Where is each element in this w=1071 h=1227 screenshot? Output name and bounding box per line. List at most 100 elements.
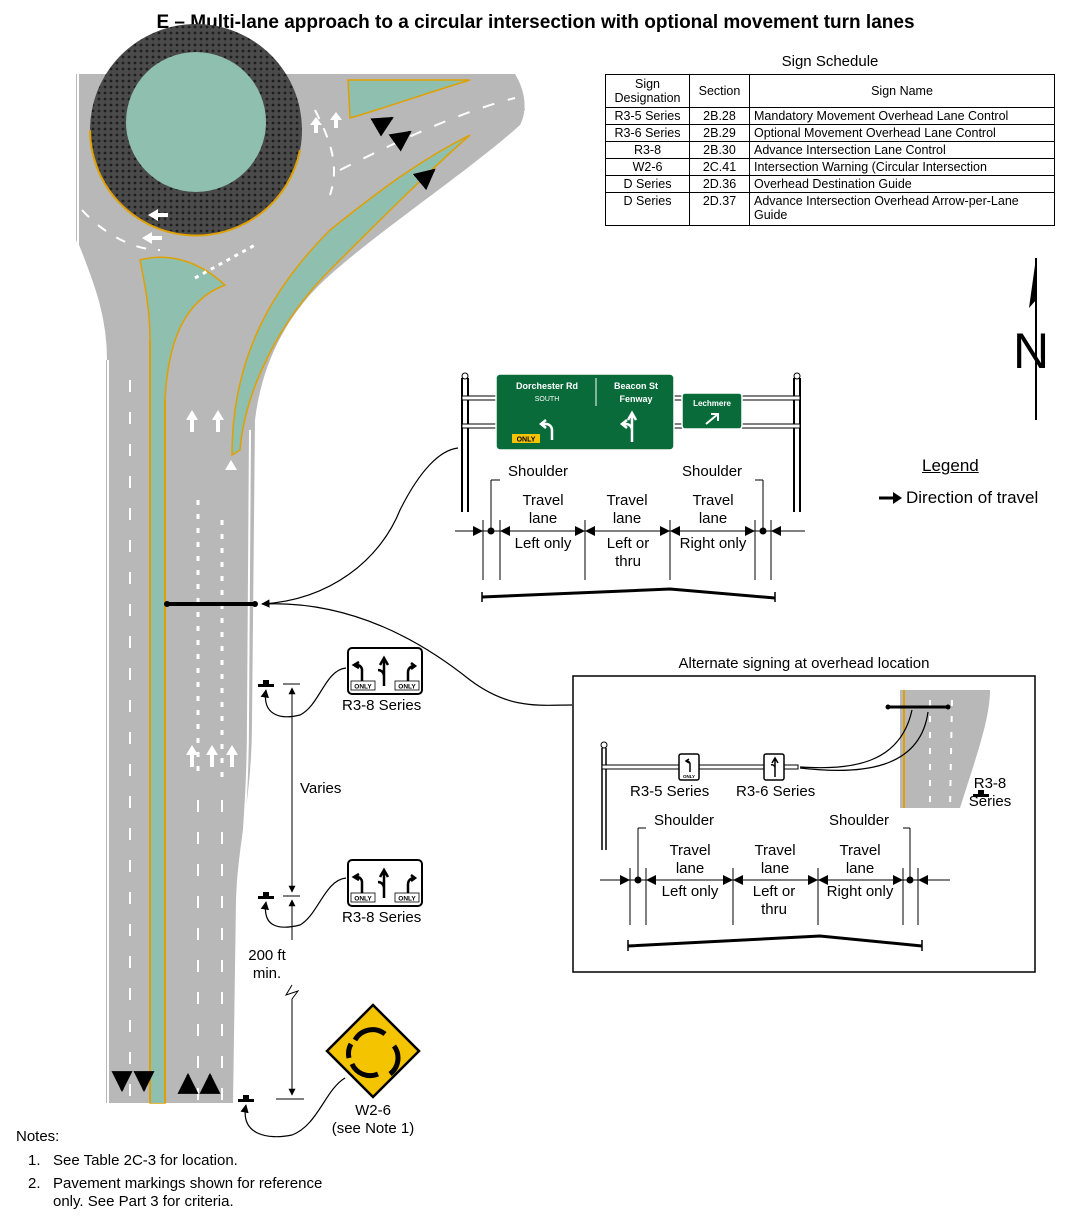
lane-label-bottom: Left only xyxy=(514,535,572,552)
overhead-support-dot xyxy=(164,601,170,607)
table-cell: 2B.28 xyxy=(689,107,750,125)
note-item: 1. See Table 2C-3 for location. xyxy=(16,1152,353,1170)
only-plate-text: ONLY xyxy=(517,437,536,444)
page-title: E – Multi-lane approach to a circular in… xyxy=(156,12,915,33)
lane-label-bottom: Left or thru xyxy=(752,883,796,918)
r3-5-label: R3-5 Series xyxy=(630,783,710,800)
lane-label-top: Travel lane xyxy=(669,842,711,877)
sign-schedule-table: Sign Designation Section Sign Name R3-5 … xyxy=(605,74,1055,226)
central-island xyxy=(126,52,266,192)
lane-label-bottom: Right only xyxy=(679,535,747,552)
legend-arrow-icon xyxy=(879,492,902,504)
left-edge-line xyxy=(77,74,107,361)
lane-label-top: Travel lane xyxy=(839,842,881,877)
note-item: 2. Pavement markings shown for reference… xyxy=(16,1175,353,1211)
leader-line xyxy=(261,447,459,608)
guide-left-direction: SOUTH xyxy=(535,396,560,403)
note-text: See Table 2C-3 for location. xyxy=(53,1152,238,1169)
north-label: N xyxy=(1013,323,1049,379)
r3-6-sign xyxy=(763,753,785,781)
lane-label-bottom: Left only xyxy=(661,883,719,900)
circulatory-lane-line xyxy=(81,209,161,251)
table-cell: W2-6 xyxy=(605,158,690,176)
table-cell: 2B.29 xyxy=(689,124,750,142)
table-cell: Intersection Warning (Circular Intersect… xyxy=(749,158,1055,176)
lane-label-top: Travel lane xyxy=(522,492,564,527)
column-header: Section xyxy=(689,74,750,108)
alternate-signing-title: Alternate signing at overhead location xyxy=(678,655,930,672)
only-plate-text: ONLY xyxy=(398,684,416,691)
table-row: W2-6 2C.41 Intersection Warning (Circula… xyxy=(605,158,1055,176)
r3-8-lower-label: R3-8 Series xyxy=(342,909,422,926)
legend-title: Legend xyxy=(922,456,979,475)
r3-8-inset-label: R3-8 Series xyxy=(968,775,1012,810)
table-cell: 2D.37 xyxy=(689,192,750,226)
notes-heading: Notes: xyxy=(16,1128,60,1145)
lane-label-top: Travel lane xyxy=(692,492,734,527)
table-cell: R3-5 Series xyxy=(605,107,690,125)
lane-label-top: Travel lane xyxy=(606,492,648,527)
circulatory-lane-line xyxy=(314,109,336,196)
shoulder-label: Shoulder xyxy=(682,463,743,480)
table-row: D Series 2D.37 Advance Intersection Over… xyxy=(605,192,1055,226)
diagonal-arrow-icon xyxy=(705,413,719,425)
only-plate-text: ONLY xyxy=(354,896,372,903)
legend-direction-label: Direction of travel xyxy=(906,488,1039,507)
note-text: Pavement markings shown for reference on… xyxy=(53,1175,323,1210)
column-header: Sign Designation xyxy=(605,74,690,108)
pavement-area xyxy=(76,74,525,1103)
circular-intersection-symbol xyxy=(346,1027,401,1079)
only-plate-text: ONLY xyxy=(398,896,416,903)
right-splitter-island xyxy=(231,134,471,457)
varies-label: Varies xyxy=(300,780,342,797)
w2-6-warning-sign xyxy=(325,1003,421,1099)
top-splitter-island xyxy=(347,79,471,119)
alternate-signing-box: ONLY xyxy=(572,675,1036,973)
exit-leg xyxy=(330,74,525,200)
guide-left-destination: Dorchester Rd xyxy=(516,381,578,391)
approach-median xyxy=(150,400,165,1103)
shoulder-label: Shoulder xyxy=(654,812,715,829)
column-header: Sign Name xyxy=(749,74,1055,108)
guide-sign-small-panel xyxy=(681,392,743,430)
table-cell: Overhead Destination Guide xyxy=(749,175,1055,193)
only-plate-text: ONLY xyxy=(354,684,372,691)
left-thru-arrow-icon xyxy=(619,410,638,442)
w2-6-note-label: (see Note 1) xyxy=(331,1120,415,1137)
roadway-plan xyxy=(76,24,525,1104)
inset-road xyxy=(900,690,990,808)
left-turn-arrow-icon xyxy=(538,419,554,440)
table-cell: D Series xyxy=(605,192,690,226)
lane-label-bottom: Right only xyxy=(826,883,894,900)
table-row: D Series 2D.36 Overhead Destination Guid… xyxy=(605,175,1055,193)
overhead-guide-assembly: Dorchester Rd SOUTH ONLY Beacon St Fenwa… xyxy=(455,372,805,602)
r3-6-label: R3-6 Series xyxy=(736,783,816,800)
guide-small-destination: Lechmere xyxy=(693,399,731,408)
guide-sign-panel xyxy=(495,373,675,451)
note-number: 1. xyxy=(28,1152,41,1169)
sign-schedule-title: Sign Schedule xyxy=(781,53,879,70)
r3-8-upper-label: R3-8 Series xyxy=(342,697,422,714)
shoulder-label: Shoulder xyxy=(508,463,569,480)
guide-right-subdestination: Fenway xyxy=(619,394,652,404)
sign-schedule-header-row: Sign Designation Section Sign Name xyxy=(605,74,1055,108)
table-cell: Mandatory Movement Overhead Lane Control xyxy=(749,107,1055,125)
shoulder-label: Shoulder xyxy=(829,812,890,829)
right-edge-line xyxy=(237,429,251,1104)
table-cell: 2B.30 xyxy=(689,141,750,159)
lane-label-top: Travel lane xyxy=(754,842,796,877)
w2-6-label: W2-6 xyxy=(355,1102,391,1119)
roadway-cross-section xyxy=(481,587,776,600)
yield-line xyxy=(194,243,256,280)
roadway-cross-section xyxy=(627,934,923,948)
table-row: R3-5 Series 2B.28 Mandatory Movement Ove… xyxy=(605,107,1055,125)
only-plate-text: ONLY xyxy=(683,774,695,779)
guide-right-destination: Beacon St xyxy=(614,381,658,391)
r3-5-sign xyxy=(678,753,700,781)
leader-line xyxy=(261,603,573,706)
north-arrow: N xyxy=(1013,258,1049,420)
table-cell: Optional Movement Overhead Lane Control xyxy=(749,124,1055,142)
lane-label-bottom: Left or thru xyxy=(606,535,650,570)
